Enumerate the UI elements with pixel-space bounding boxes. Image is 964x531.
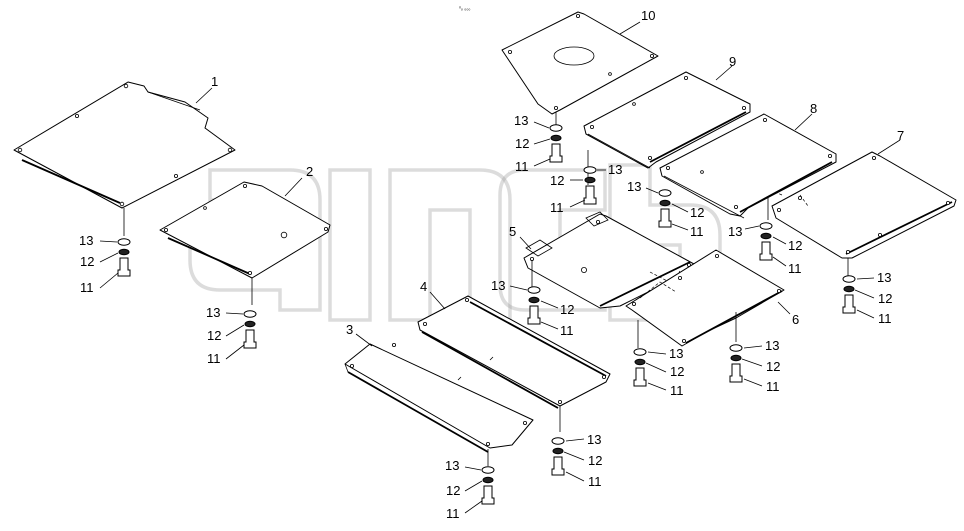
label-lock-washer: 12 [588,453,602,468]
plate-10: 10 [501,8,659,126]
label-bolt: 11 [515,159,529,174]
plate-8: 8 [659,101,837,220]
label-lock-washer: 12 [766,359,780,374]
label-lock-washer: 12 [670,364,684,379]
label-washer: 13 [514,113,528,128]
label-part-9: 9 [729,54,736,69]
label-lock-washer: 12 [550,173,564,188]
label-washer: 13 [627,179,641,194]
fastener-stack: 13 12 11 [729,338,780,394]
label-part-10: 10 [641,8,655,23]
label-washer: 13 [587,432,601,447]
label-washer: 13 [877,270,891,285]
label-bolt: 11 [560,323,574,338]
label-washer: 13 [728,224,742,239]
label-washer: 13 [206,305,220,320]
label-bolt: 11 [550,200,564,215]
label-washer: 13 [445,458,459,473]
label-lock-washer: 12 [788,238,802,253]
label-part-8: 8 [810,101,817,116]
plate-3: 3 [344,322,534,466]
label-bolt: 11 [80,280,94,295]
fastener-stack: 13 12 11 [79,233,131,295]
fastener-stack: 13 12 11 [206,305,257,366]
label-lock-washer: 12 [515,136,529,151]
label-washer: 13 [608,162,622,177]
corner-mark: ⁰ₒ ₀₀₀ [459,6,471,12]
label-part-7: 7 [897,128,904,143]
fastener-stack: 13 12 11 [633,346,684,398]
label-lock-washer: 12 [878,291,892,306]
label-part-1: 1 [211,74,218,89]
label-bolt: 11 [690,224,704,239]
plate-4: 4 [417,279,611,432]
label-part-2: 2 [306,164,313,179]
label-bolt: 11 [588,474,602,489]
plate-1: 1 [13,74,236,236]
label-washer: 13 [669,346,683,361]
label-lock-washer: 12 [207,328,221,343]
fastener-stack: 13 12 11 [728,222,802,276]
fastener-stack: 13 12 11 [491,278,574,338]
label-washer: 13 [79,233,93,248]
label-part-5: 5 [509,224,516,239]
label-bolt: 11 [207,351,221,366]
label-bolt: 11 [446,506,460,521]
fastener-stack: 13 12 11 [550,162,622,215]
label-bolt: 11 [670,383,684,398]
label-bolt: 11 [788,261,802,276]
label-part-4: 4 [420,279,427,294]
plate-6: 6 [625,249,799,348]
plate-2: 2 [159,164,331,305]
label-lock-washer: 12 [80,254,94,269]
fastener-stack: 13 12 11 [627,179,704,239]
label-bolt: 11 [878,311,892,326]
label-lock-washer: 12 [690,205,704,220]
label-part-6: 6 [792,312,799,327]
fastener-stack: 13 12 11 [445,458,495,521]
plate-5: 5 [509,211,695,309]
fastener-stack: 13 12 11 [514,113,563,174]
label-lock-washer: 12 [560,302,574,317]
label-washer: 13 [491,278,505,293]
label-bolt: 11 [766,379,780,394]
label-part-3: 3 [346,322,353,337]
label-washer: 13 [765,338,779,353]
fastener-stack: 13 12 11 [842,270,892,326]
fastener-stack: 13 12 11 [551,432,602,489]
label-lock-washer: 12 [446,483,460,498]
